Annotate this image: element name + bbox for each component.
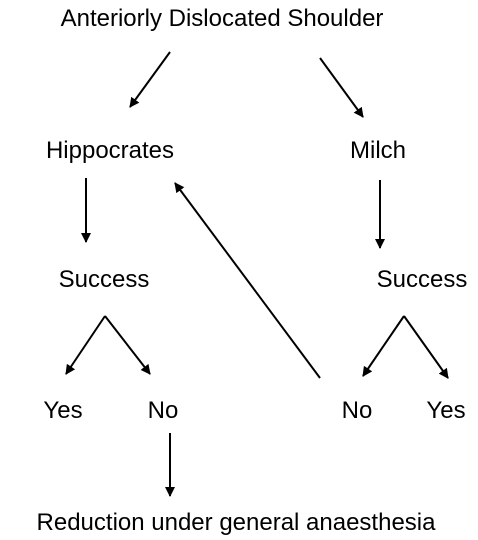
reduction-node: Reduction under general anaesthesia xyxy=(36,509,436,536)
left-no-node: No xyxy=(147,397,179,424)
root-node: Anteriorly Dislocated Shoulder xyxy=(60,5,384,32)
right-no-node: No xyxy=(341,397,373,424)
arrow-root-to-milch xyxy=(319,57,364,118)
arrow-left-success-to-no xyxy=(104,315,151,375)
arrow-left-success-to-yes xyxy=(65,315,106,375)
left-success-node: Success xyxy=(58,266,150,293)
right-yes-node: Yes xyxy=(426,397,466,424)
arrow-right-success-to-no xyxy=(362,315,405,377)
arrow-right-success-to-yes xyxy=(403,315,449,379)
arrow-root-to-hippocrates xyxy=(129,51,171,108)
arrow-milch-no-to-hippocrates xyxy=(174,182,321,379)
right-success-node: Success xyxy=(376,266,468,293)
milch-node: Milch xyxy=(349,137,407,164)
left-yes-node: Yes xyxy=(43,397,83,424)
hippocrates-node: Hippocrates xyxy=(45,137,175,164)
